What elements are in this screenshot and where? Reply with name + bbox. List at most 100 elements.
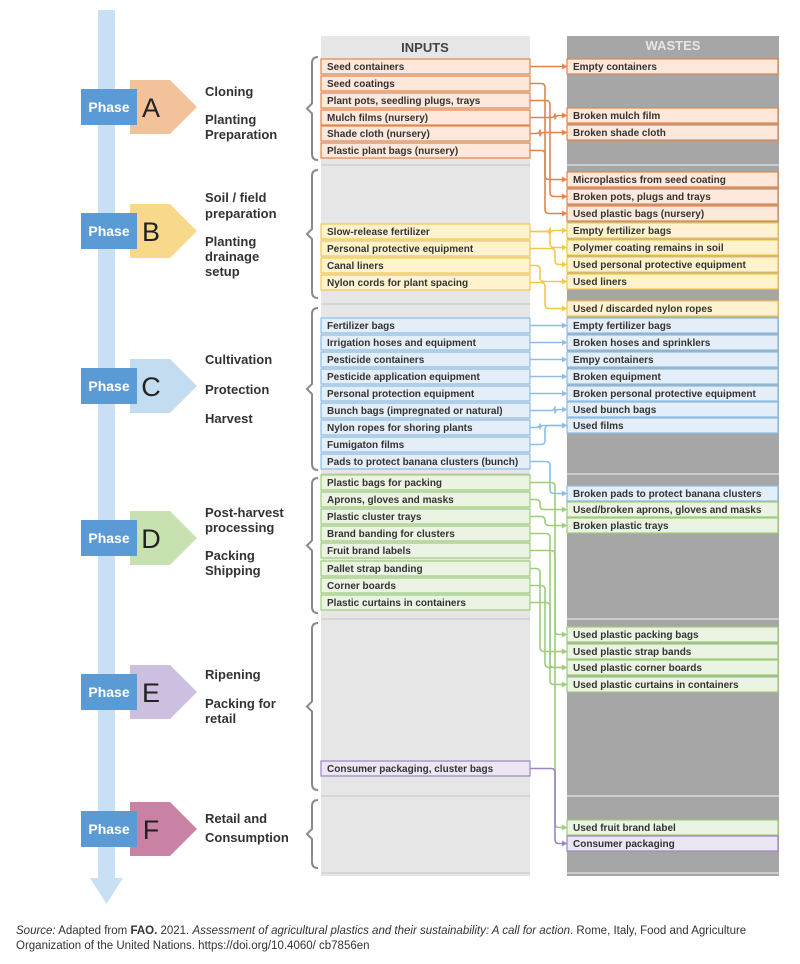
connector-arrowhead <box>562 112 567 119</box>
phase-label: retail <box>205 711 236 726</box>
waste-box <box>566 676 779 693</box>
connector-arrowhead <box>562 373 567 380</box>
connector-line <box>530 549 567 829</box>
phase-letter: A <box>142 93 160 123</box>
input-label: Plastic cluster trays <box>327 512 422 523</box>
phase-e-badge <box>81 674 137 710</box>
connector-arrowhead <box>562 824 567 831</box>
waste-label: Empty containers <box>573 62 657 73</box>
phase-label: Ripening <box>205 667 261 682</box>
connector-line <box>530 424 567 446</box>
connector-line <box>530 149 567 215</box>
input-label: Personal protective equipment <box>327 244 474 255</box>
input-label: Brand banding for clusters <box>327 529 455 540</box>
input-label: Pads to protect banana clusters (bunch) <box>327 457 518 468</box>
connector-arrowhead <box>562 390 567 397</box>
connector-line <box>530 767 567 845</box>
input-box <box>320 223 531 240</box>
connector-arrowhead <box>562 278 567 285</box>
waste-box <box>566 205 779 222</box>
phase-label: setup <box>205 264 240 279</box>
input-label: Mulch films (nursery) <box>327 113 428 124</box>
input-label: Pallet strap banding <box>327 564 423 575</box>
phase-d-arrow <box>130 511 197 565</box>
connector-arrowhead <box>562 522 567 529</box>
connectors <box>530 63 567 847</box>
waste-label: Used liners <box>573 277 627 288</box>
connector-line <box>530 423 567 430</box>
phase-label: Retail and <box>205 811 267 826</box>
connector-arrowhead <box>562 193 567 200</box>
input-label: Canal liners <box>327 261 384 272</box>
source-title: Assessment of agricultural plastics and … <box>192 925 570 937</box>
input-label: Plastic bags for packing <box>327 478 442 489</box>
phase-b-bracket <box>305 169 319 299</box>
connector-arrowhead <box>562 681 567 688</box>
source-caption: Source: Adapted from FAO. 2021. Assessme… <box>16 924 786 954</box>
phase-letter: C <box>141 372 161 402</box>
connector-line <box>530 264 567 283</box>
waste-label: Broken hoses and sprinklers <box>573 338 711 349</box>
waste-label: Used / discarded nylon ropes <box>573 304 713 315</box>
input-box <box>320 436 531 453</box>
waste-box <box>566 501 779 518</box>
input-box <box>320 58 531 75</box>
waste-label: Broken mulch film <box>573 111 660 122</box>
input-label: Aprons, gloves and masks <box>327 495 454 506</box>
phase-b-badge <box>81 213 137 249</box>
input-box <box>320 474 531 491</box>
connector-line <box>530 601 567 686</box>
phase-label: Consumption <box>205 830 289 845</box>
waste-box <box>566 58 779 75</box>
input-label: Irrigation hoses and equipment <box>327 338 477 349</box>
input-label: Consumer packaging, cluster bags <box>327 764 494 775</box>
waste-label: Microplastics from seed coating <box>573 175 726 186</box>
connector-line <box>530 481 567 636</box>
phase-word: Phase <box>88 530 129 546</box>
waste-label: Consumer packaging <box>573 839 675 850</box>
connector-arrowhead <box>562 339 567 346</box>
waste-label: Used plastic curtains in containers <box>573 680 739 691</box>
waste-label: Used fruit brand label <box>573 823 676 834</box>
input-label: Fumigaton films <box>327 440 405 451</box>
connector-arrowhead <box>562 506 567 513</box>
input-label: Seed containers <box>327 62 405 73</box>
input-box <box>320 594 531 611</box>
phase-label: Cultivation <box>205 352 272 367</box>
input-box <box>320 92 531 109</box>
waste-label: Used personal protective equipment <box>573 260 746 271</box>
waste-label: Used/broken aprons, gloves and masks <box>573 505 762 516</box>
phase-label: Soil / field <box>205 190 266 205</box>
input-box <box>320 560 531 577</box>
waste-label: Broken equipment <box>573 372 661 383</box>
phase-label: drainage <box>205 249 259 264</box>
connector-arrowhead <box>562 490 567 497</box>
waste-box <box>566 107 779 124</box>
input-label: Plastic plant bags (nursery) <box>327 146 458 157</box>
input-label: Plastic curtains in containers <box>327 598 466 609</box>
phase-word: Phase <box>88 223 129 239</box>
connector-arrowhead <box>562 356 567 363</box>
waste-box <box>566 239 779 256</box>
input-label: Bunch bags (impregnated or natural) <box>327 406 503 417</box>
connector-line <box>530 113 567 120</box>
input-box <box>320 508 531 525</box>
phase-label: Shipping <box>205 563 261 578</box>
waste-box <box>566 300 779 317</box>
connector-arrowhead <box>562 648 567 655</box>
wastes-column <box>567 36 779 876</box>
connector-line <box>530 584 567 669</box>
phase-d-bracket <box>305 477 319 614</box>
input-label: Fertilizer bags <box>327 321 395 332</box>
input-box <box>320 109 531 126</box>
waste-label: Used plastic bags (nursery) <box>573 209 704 220</box>
phase-label: Packing <box>205 548 255 563</box>
phase-label: Planting <box>205 234 256 249</box>
phase-f-bracket <box>305 799 319 869</box>
waste-label: Used plastic strap bands <box>573 647 692 658</box>
input-box <box>320 317 531 334</box>
phase-b-arrow <box>130 204 197 258</box>
waste-box <box>566 819 779 836</box>
input-label: Nylon ropes for shoring plants <box>327 423 473 434</box>
connector-arrowhead <box>562 210 567 217</box>
